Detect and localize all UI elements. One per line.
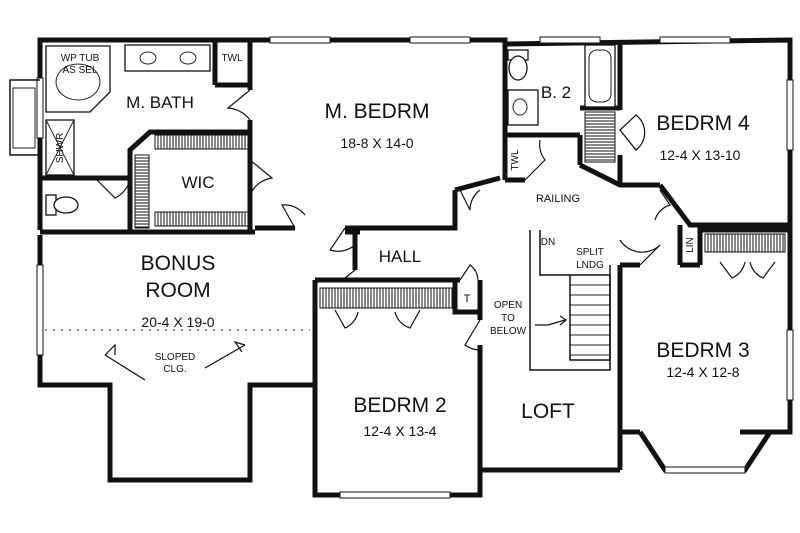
loft-name: LOFT (521, 400, 575, 423)
stair-rail (539, 230, 570, 276)
towel-label-1: TWL (221, 53, 243, 64)
exterior-bumpout (9, 79, 40, 156)
split-landing-label-2: LNDG (576, 260, 604, 271)
wic-shelf-left (134, 154, 150, 229)
doors (94, 89, 776, 351)
whirlpool-tub (45, 45, 111, 113)
toilet-b2 (508, 55, 528, 81)
master-bath-name: M. BATH (126, 93, 194, 112)
bonus-room-name-line1: BONUS (141, 252, 216, 275)
closet-shelving (134, 111, 786, 309)
railing-label: RAILING (536, 193, 580, 205)
toilet (53, 196, 79, 214)
bonus-room-name-line2: ROOM (145, 279, 210, 302)
bedroom-2-name: BEDRM 2 (353, 394, 446, 417)
master-bedroom-size: 18-8 X 14-0 (340, 135, 413, 151)
wic-name: WIC (181, 173, 214, 192)
bath-2-name: B. 2 (541, 83, 571, 102)
linen-label: LIN (685, 237, 696, 253)
bedroom-4-size: 12-4 X 13-10 (660, 147, 741, 163)
master-bedroom-name: M. BEDRM (325, 100, 430, 123)
open-below-arrow (535, 315, 568, 326)
open-below-label-3: BELOW (490, 326, 527, 337)
room-labels: M. BEDRM 18-8 X 14-0 BEDRM 4 12-4 X 13-1… (126, 83, 750, 439)
bedroom3-closet-shelf (704, 233, 786, 253)
wic-shelf-bottom (154, 211, 249, 227)
open-below-label-2: TO (501, 313, 515, 324)
open-below-label-1: OPEN (494, 300, 522, 311)
sink-b2 (507, 89, 539, 126)
wic-shelf-top (154, 134, 249, 150)
wp-tub-label-2: AS SEL (62, 65, 97, 76)
wp-tub-label-1: WP TUB (61, 53, 100, 64)
towel-label-2: TWL (510, 149, 521, 171)
shower-label: SHWR (55, 133, 66, 164)
bedroom-2-size: 12-4 X 13-4 (363, 423, 436, 439)
bedroom-4-name: BEDRM 4 (656, 112, 750, 135)
down-label: DN (541, 237, 555, 248)
stair-run (569, 274, 611, 361)
tub-b2 (584, 44, 616, 108)
annotation-labels: WP TUB AS SEL TWL TWL SHWR RAILING LIN D… (55, 53, 696, 375)
staircase (539, 230, 611, 361)
sloped-clg-label-2: CLG. (163, 364, 186, 375)
bedroom2-closet-shelf (319, 287, 453, 309)
bonus-room-size: 20-4 X 19-0 (141, 314, 214, 330)
bedroom-3-size: 12-4 X 12-8 (666, 364, 739, 380)
hall-name: HALL (379, 247, 422, 266)
windows (36, 36, 794, 499)
bath2-linen-shelf (584, 111, 616, 163)
split-landing-label-1: SPLIT (576, 247, 604, 258)
plumbing-fixtures (45, 44, 616, 381)
bedroom-3-name: BEDRM 3 (656, 339, 749, 362)
door-bath-bedroom (226, 89, 251, 121)
vanity (124, 44, 211, 72)
sloped-clg-label-1: SLOPED (155, 352, 196, 363)
closet-t-label: T (464, 293, 471, 305)
